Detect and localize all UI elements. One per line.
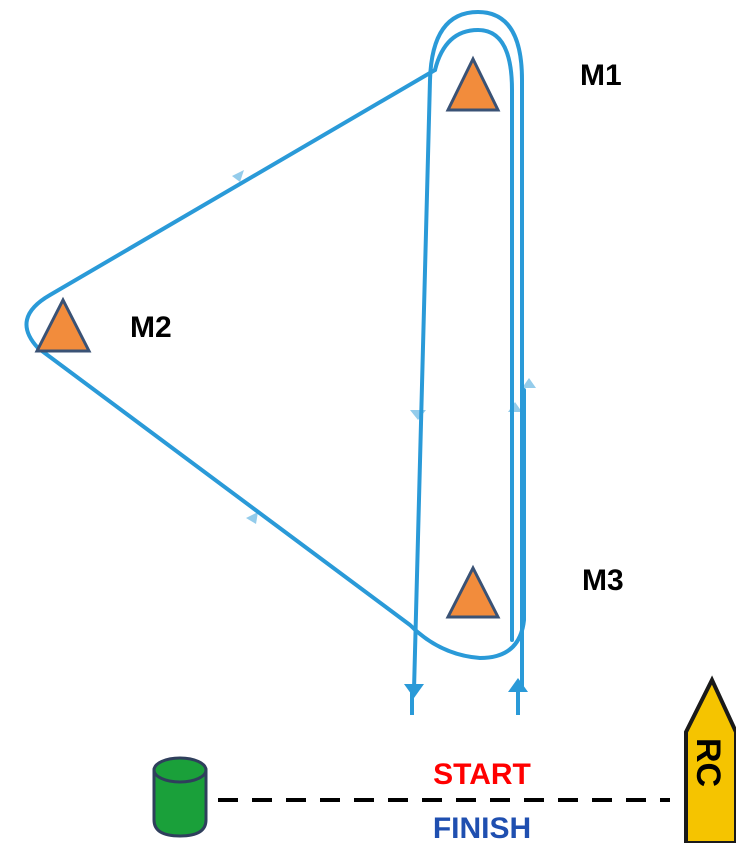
route-outer-loop xyxy=(412,10,524,692)
direction-arrow-icon xyxy=(410,410,426,420)
mark-label: M2 xyxy=(130,311,172,344)
route-leg-m2-m3 xyxy=(36,346,526,660)
direction-arrow-icon xyxy=(232,170,244,182)
direction-arrow-icon xyxy=(508,402,522,412)
route-leg-m1-m2 xyxy=(24,68,437,350)
mark-triangle xyxy=(34,296,92,353)
route-inner-loop xyxy=(433,28,514,642)
pin-buoy-icon xyxy=(152,756,208,838)
mark-m3: M3 xyxy=(445,564,624,619)
committee-boat-icon: RC xyxy=(684,675,736,843)
direction-arrow-icon xyxy=(508,678,528,692)
start-label: START xyxy=(433,758,531,791)
direction-arrow-icon xyxy=(246,512,258,524)
mark-m1: M1 xyxy=(445,55,622,112)
lead-lines xyxy=(410,692,520,715)
committee-boat-label: RC xyxy=(689,738,727,787)
mark-triangle xyxy=(445,564,501,619)
direction-arrow-icon xyxy=(522,378,536,388)
finish-label: FINISH xyxy=(433,812,531,843)
direction-arrows xyxy=(232,170,536,698)
direction-arrow-icon xyxy=(404,684,424,698)
mark-m2: M2 xyxy=(34,296,172,353)
mark-label: M1 xyxy=(580,59,622,92)
mark-label: M3 xyxy=(582,564,624,597)
mark-triangle xyxy=(445,55,501,112)
course-route xyxy=(24,10,526,692)
